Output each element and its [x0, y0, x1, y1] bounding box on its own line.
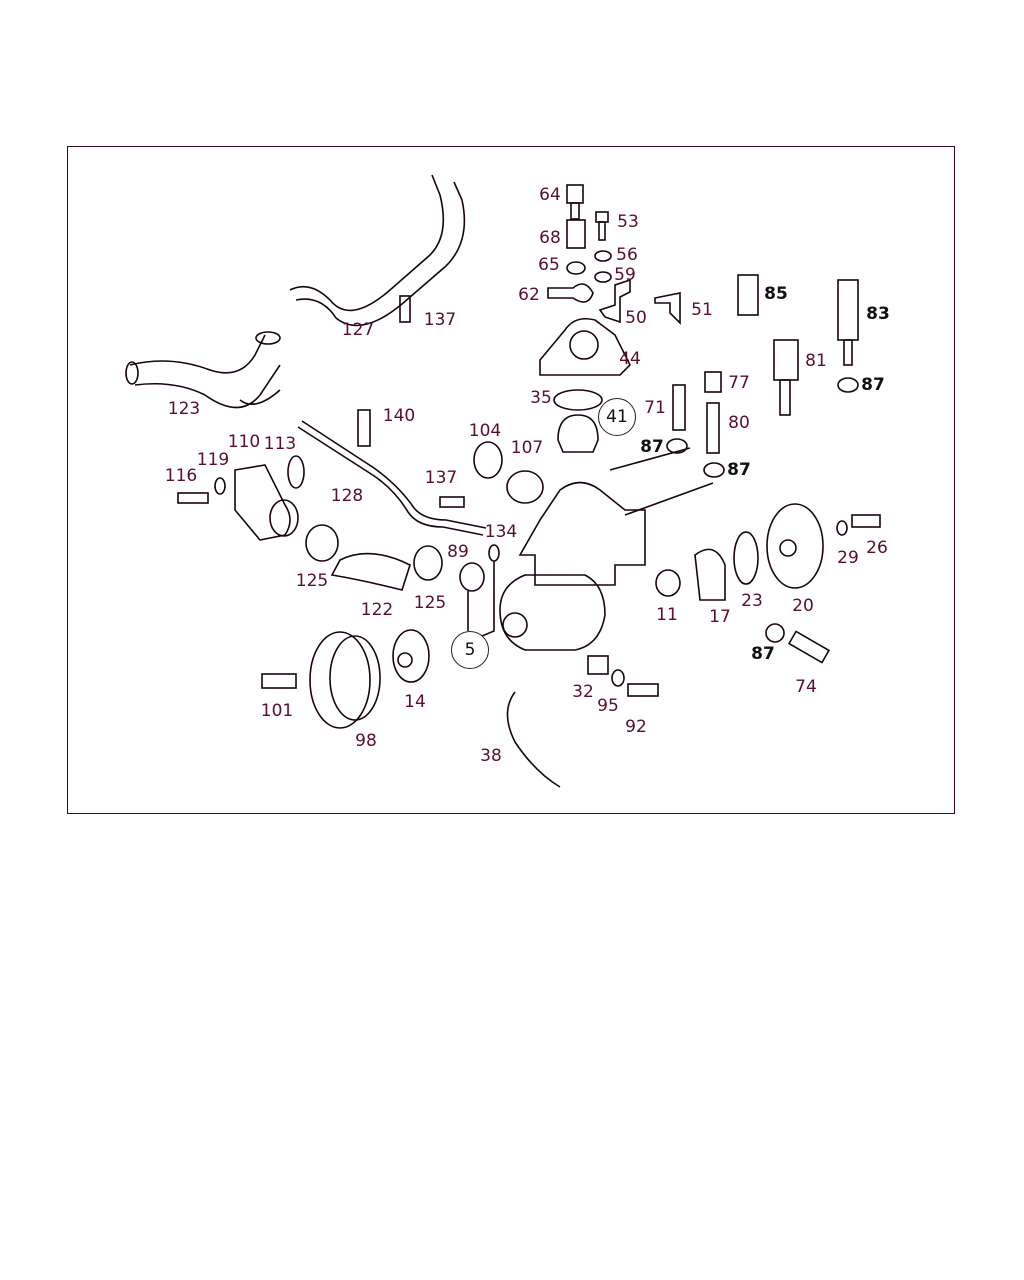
part-label: 59 [614, 265, 636, 285]
part-label: 50 [625, 308, 647, 328]
part-label: 56 [616, 245, 638, 265]
bolt-92 [627, 683, 659, 697]
plug-77 [704, 371, 722, 393]
part-label: 127 [341, 320, 375, 340]
sensor-74 [787, 630, 831, 664]
thermostat-41 [557, 414, 599, 453]
part-17 [694, 548, 726, 601]
part-label: 98 [355, 731, 377, 751]
part-label: 89 [447, 542, 469, 562]
part-label: 38 [480, 746, 502, 766]
cover-44 [539, 317, 631, 376]
sensor-80 [706, 402, 720, 454]
bolt-137 [399, 295, 411, 323]
part-label: 87 [861, 375, 885, 395]
part-label: 64 [539, 185, 561, 205]
part-label: 87 [751, 644, 775, 664]
part-label: 95 [597, 696, 619, 716]
bolt-68 [566, 219, 586, 249]
callout-circle-5: 5 [451, 631, 489, 669]
part-label: 101 [260, 701, 294, 721]
part-label: 87 [640, 437, 664, 457]
bolt-101 [261, 673, 297, 689]
part-label: 62 [518, 285, 540, 305]
bracket-50 [598, 278, 631, 324]
part-label: 32 [572, 682, 594, 702]
part-label: 134 [484, 522, 518, 542]
bolt-64 [566, 184, 584, 204]
part-label: 116 [164, 466, 198, 486]
part-label: 137 [424, 468, 458, 488]
part-label: 122 [360, 600, 394, 620]
diagram-frame [67, 146, 955, 814]
pulley-98 [309, 631, 371, 729]
part-label: 85 [764, 284, 788, 304]
hub-14 [392, 629, 430, 683]
housing [518, 481, 646, 586]
part-label: 14 [404, 692, 426, 712]
sensor-85 [737, 274, 759, 316]
part-label: 125 [295, 571, 329, 591]
part-label: 26 [866, 538, 888, 558]
pipe-128 [297, 420, 487, 536]
part-label: 29 [837, 548, 859, 568]
part-label: 71 [644, 398, 666, 418]
part-label: 125 [413, 593, 447, 613]
part-label: 87 [727, 460, 751, 480]
part-label: 35 [530, 388, 552, 408]
part-label: 92 [625, 717, 647, 737]
part-label: 140 [382, 406, 416, 426]
sensor-71 [672, 384, 686, 431]
bolt-26 [851, 514, 881, 528]
part-label: 44 [619, 349, 641, 369]
fitting-62 [547, 283, 594, 303]
clamp-107 [506, 470, 544, 504]
sensor-81 [773, 339, 799, 381]
part-label: 83 [866, 304, 890, 324]
part-label: 53 [617, 212, 639, 232]
plug-32 [587, 655, 609, 675]
part-label: 81 [805, 351, 827, 371]
part-label: 77 [728, 373, 750, 393]
part-label: 128 [330, 486, 364, 506]
part-label: 137 [423, 310, 457, 330]
bolt-137b [439, 496, 465, 508]
hose-123 [129, 334, 281, 409]
part-label: 65 [538, 255, 560, 275]
part-label: 119 [196, 450, 230, 470]
sensor-83 [837, 279, 859, 341]
plug-11 [655, 569, 681, 597]
bolt-53 [595, 211, 609, 223]
part-label: 51 [691, 300, 713, 320]
gasket-35 [553, 389, 603, 411]
part-label: 20 [792, 596, 814, 616]
part-label: 113 [263, 434, 297, 454]
hose-127 [289, 174, 466, 327]
clamp-125b [413, 545, 443, 581]
hose-122 [330, 552, 411, 591]
part-label: 11 [656, 605, 678, 625]
bolt-116 [177, 492, 209, 504]
fitting-104 [473, 441, 503, 479]
part-label: 123 [167, 399, 201, 419]
part-label: 68 [539, 228, 561, 248]
part-label: 107 [510, 438, 544, 458]
callout-circle-41: 41 [598, 398, 636, 436]
gasket-23 [733, 531, 759, 585]
part-label: 17 [709, 607, 731, 627]
pump [499, 574, 606, 651]
clamp-125 [305, 524, 339, 562]
bracket-51 [654, 292, 681, 325]
part-label: 110 [227, 432, 261, 452]
hose-38 [506, 691, 561, 788]
pump-20 [766, 503, 824, 589]
part-label: 74 [795, 677, 817, 697]
part-label: 104 [468, 421, 502, 441]
part-label: 80 [728, 413, 750, 433]
part-label: 23 [741, 591, 763, 611]
housing-110 [234, 464, 291, 541]
fitting-140 [357, 409, 371, 447]
